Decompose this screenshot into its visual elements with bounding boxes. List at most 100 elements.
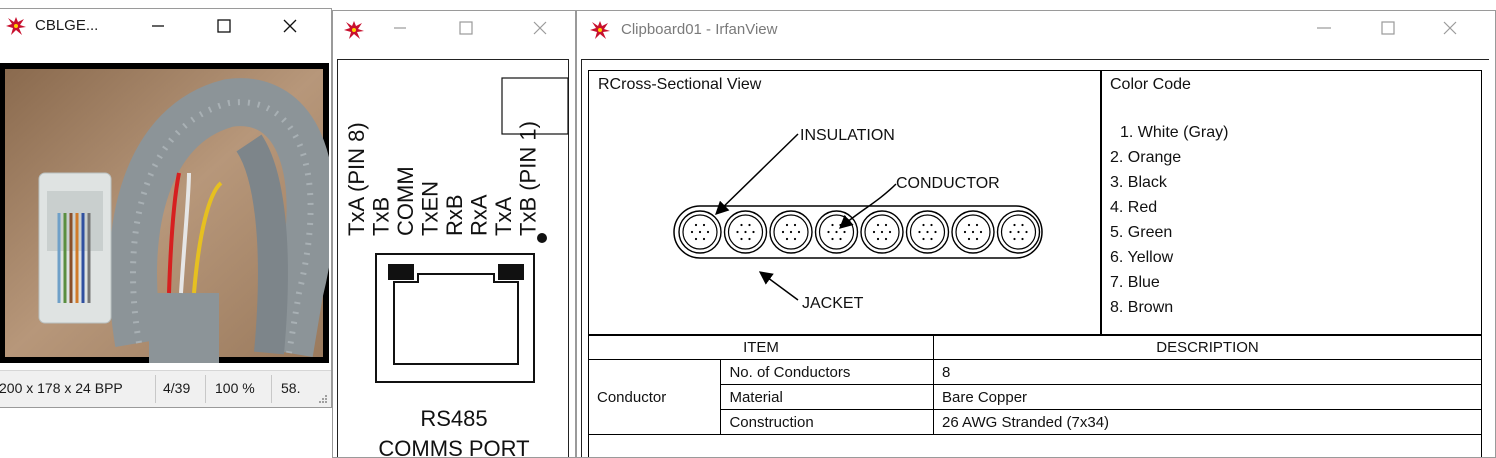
cross-section-diagram: INSULATION CONDUCTOR JACKET	[673, 127, 1043, 312]
pin-label: RxA	[467, 194, 492, 236]
close-icon	[1443, 21, 1457, 35]
pin-label: TxEN	[418, 181, 443, 236]
maximize-button[interactable]	[1365, 11, 1411, 45]
close-button[interactable]	[517, 11, 563, 45]
table-item-cell: Material	[720, 384, 934, 410]
irfanview-app-icon	[344, 21, 364, 39]
maximize-button[interactable]	[443, 11, 489, 45]
color-code-item: 2. Orange	[1110, 149, 1182, 166]
table-row: Conductor No. of Conductors 8	[587, 359, 1482, 435]
conductor-circle	[860, 210, 904, 254]
close-icon	[283, 19, 297, 33]
color-code-heading: Color Code	[1110, 76, 1191, 93]
conductor-label: CONDUCTOR	[896, 175, 1000, 192]
image-canvas[interactable]	[0, 63, 329, 363]
status-zoom: 100 %	[215, 380, 255, 396]
status-file-size: 58.	[281, 380, 301, 396]
spec-table: ITEM DESCRIPTION Conductor No. of Conduc…	[587, 334, 1482, 435]
irfanview-app-icon	[6, 17, 26, 35]
color-code-item: 4. Red	[1110, 199, 1158, 216]
minimize-icon	[152, 25, 164, 27]
cable-jacket	[673, 205, 1043, 259]
status-separator	[155, 375, 156, 403]
maximize-icon	[1381, 21, 1395, 35]
conductor-circle	[814, 210, 859, 254]
rj45-port-outline	[375, 253, 535, 383]
title-bar[interactable]: CBLGE...	[0, 9, 331, 43]
status-image-dims: 200 x 178 x 24 BPP	[0, 380, 123, 396]
pin-label: COMM	[393, 166, 418, 236]
minimize-button[interactable]	[135, 9, 181, 43]
diagram-divider	[1100, 70, 1102, 334]
pin-label: TxA	[491, 197, 516, 236]
conductor-leader	[838, 183, 897, 229]
conductor-circle	[951, 210, 995, 254]
color-code-item: 8. Brown	[1110, 299, 1174, 316]
window-title: Clipboard01 - IrfanView	[621, 21, 778, 38]
maximize-icon	[217, 19, 231, 33]
table-group-cell: Conductor	[587, 359, 722, 435]
minimize-button[interactable]	[1301, 11, 1347, 45]
conductor-circle	[769, 210, 813, 254]
table-desc-cell: 8	[933, 359, 1482, 385]
spec-sheet-frame	[588, 70, 1482, 457]
status-separator	[205, 375, 206, 403]
conductor-circle	[996, 210, 1041, 254]
cross-section-heading: RCross-Sectional View	[598, 76, 762, 93]
table-header-description: DESCRIPTION	[933, 334, 1482, 360]
pin-label: TxB (PIN 1)	[516, 121, 541, 236]
window-title: CBLGE...	[35, 17, 99, 34]
jacket-leader	[758, 271, 799, 301]
resize-grip-icon[interactable]	[317, 393, 327, 403]
table-desc-cell: 26 AWG Stranded (7x34)	[933, 409, 1482, 435]
close-button[interactable]	[1427, 11, 1473, 45]
pin-label: RxB	[442, 194, 467, 236]
table-desc-cell: Bare Copper	[933, 384, 1482, 410]
color-code-item: 5. Green	[1110, 224, 1173, 241]
rj45-led-left	[388, 264, 414, 280]
table-item-cell: Construction	[720, 409, 934, 435]
jacket-label: JACKET	[802, 295, 864, 312]
clipboard-image-canvas[interactable]: RCross-Sectional View Color Code 1. Whit…	[581, 59, 1489, 457]
close-button[interactable]	[267, 9, 313, 43]
cable-photo	[5, 69, 329, 363]
color-code-list: 1. White (Gray) 2. Orange 3. Black 4. Re…	[1110, 120, 1228, 320]
color-code-item: 3. Black	[1110, 174, 1167, 191]
irfanview-app-icon	[590, 21, 610, 39]
maximize-button[interactable]	[201, 9, 247, 43]
rj45-port-socket	[393, 273, 519, 365]
color-code-item: 1. White (Gray)	[1120, 124, 1229, 141]
title-bar[interactable]	[333, 11, 575, 45]
pin-label: TxA (PIN 8)	[344, 122, 369, 236]
irfanview-main-window: Clipboard01 - IrfanView RCross-Sectional…	[576, 10, 1496, 458]
table-header-item: ITEM	[588, 334, 934, 360]
conductor-circle	[678, 210, 722, 254]
minimize-button[interactable]	[377, 11, 423, 45]
close-icon	[533, 21, 547, 35]
table-item-cell: No. of Conductors	[720, 359, 934, 385]
status-image-index: 4/39	[163, 380, 191, 396]
status-bar: 200 x 178 x 24 BPP 4/39 100 % 58.	[0, 370, 331, 407]
image-viewer-window-small: CBLGE...	[0, 8, 332, 408]
port-caption-line2: COMMS PORT	[378, 436, 529, 458]
title-bar[interactable]: Clipboard01 - IrfanView	[577, 11, 1495, 45]
insulation-label: INSULATION	[800, 127, 895, 144]
table-row: Material Bare Copper	[589, 384, 1482, 410]
table-row: Construction 26 AWG Stranded (7x34)	[589, 409, 1482, 435]
color-code-item: 7. Blue	[1110, 274, 1160, 291]
minimize-icon	[1317, 27, 1331, 29]
port-caption-line1: RS485	[420, 406, 487, 431]
pin1-dot-icon	[537, 233, 547, 243]
rj45-led-right	[498, 264, 524, 280]
pin-label: TxB	[369, 197, 394, 236]
color-code-item: 6. Yellow	[1110, 249, 1174, 266]
status-separator	[271, 375, 272, 403]
insulation-leader	[715, 133, 799, 215]
maximize-icon	[459, 21, 473, 35]
conductor-circle	[723, 210, 768, 254]
conductor-circle	[905, 210, 950, 254]
pin1-highlight-box	[501, 77, 569, 135]
